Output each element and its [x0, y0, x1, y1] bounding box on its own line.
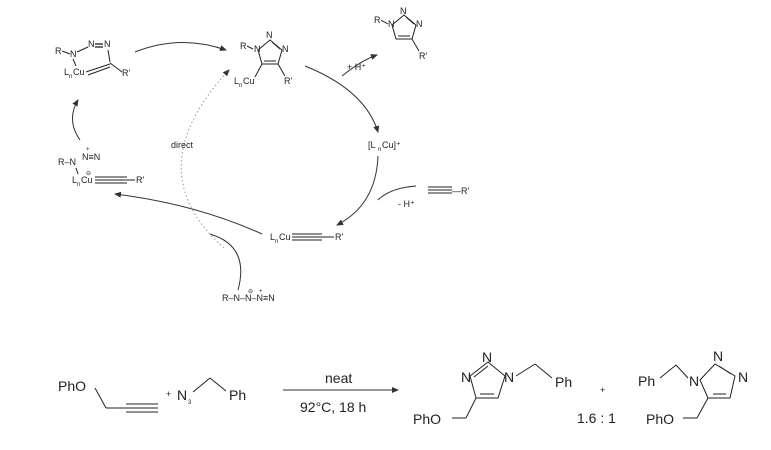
svg-text:Ph: Ph [638, 373, 655, 389]
svg-text:R': R' [335, 232, 343, 242]
svg-text:N: N [177, 387, 187, 403]
svg-text:N: N [482, 349, 492, 365]
svg-text:n: n [239, 83, 242, 89]
svg-text:R: R [374, 15, 381, 25]
proton-loss: - H⁺ [398, 199, 415, 209]
svg-text:+: + [259, 289, 263, 295]
svg-text:Ph: Ph [229, 387, 246, 403]
svg-text:R': R' [122, 68, 130, 78]
svg-text:Cu]⁺: Cu]⁺ [382, 140, 401, 150]
azide-copper-complex: + N≡N R–N L n Cu ⊖ R' [58, 147, 144, 188]
svg-text:N: N [400, 6, 407, 16]
svg-text:L: L [234, 76, 239, 86]
svg-text:⊖: ⊖ [86, 171, 91, 177]
svg-text:N: N [70, 49, 77, 59]
svg-text:Cu: Cu [81, 175, 93, 185]
svg-text:[L: [L [368, 140, 376, 150]
product-1-4-triazole: N N N Ph PhO [413, 349, 572, 427]
svg-text:L: L [64, 67, 69, 77]
svg-text:N: N [461, 369, 471, 385]
benzyl-azide: N 3 Ph [177, 377, 246, 406]
svg-text:N: N [504, 369, 514, 385]
svg-text:N: N [689, 373, 699, 389]
svg-text:Cu: Cu [73, 67, 85, 77]
svg-text:Ph: Ph [555, 374, 572, 390]
svg-text:N≡N: N≡N [82, 152, 100, 162]
incoming-alkyne: —R' [428, 186, 469, 196]
proton-release: + H⁺ [347, 62, 366, 72]
svg-text:n: n [275, 239, 278, 245]
incoming-azide: R–N–N–N≡N ⊖ + [222, 289, 275, 303]
svg-text:PhO: PhO [413, 411, 441, 427]
svg-text:Cu: Cu [279, 232, 291, 242]
svg-text:N: N [88, 39, 95, 49]
svg-text:N: N [104, 39, 111, 49]
propargyl-ether: PhO [58, 378, 158, 413]
copper-cation: [L n Cu]⁺ [368, 140, 401, 153]
svg-text:n: n [77, 182, 80, 188]
plus-2: + [600, 385, 605, 395]
svg-text:R: R [240, 41, 247, 51]
svg-text:R': R' [136, 175, 144, 185]
svg-text:n: n [69, 74, 72, 80]
svg-text:N: N [266, 30, 273, 40]
svg-text:R': R' [419, 51, 427, 61]
svg-text:R–N–N–N≡N: R–N–N–N≡N [222, 293, 275, 303]
svg-text:PhO: PhO [58, 378, 86, 394]
svg-text:N: N [282, 44, 289, 54]
reaction-arrow: neat 92°C, 18 h [283, 370, 399, 415]
svg-text:N: N [388, 19, 395, 29]
product-triazole: R N N N R' [374, 6, 427, 61]
svg-text:N: N [254, 44, 261, 54]
condition-bottom: 92°C, 18 h [300, 399, 366, 415]
svg-text:L: L [270, 232, 275, 242]
svg-text:+: + [86, 147, 90, 153]
svg-text:R: R [55, 46, 62, 56]
isomer-ratio: 1.6 : 1 [577, 410, 616, 426]
direct-label: direct [171, 140, 194, 150]
copper-acetylide: L n Cu R' [270, 232, 343, 245]
svg-text:R–N: R–N [58, 157, 76, 167]
svg-text:⊖: ⊖ [248, 289, 253, 295]
plus-1: + [166, 389, 171, 399]
svg-text:—R': —R' [452, 186, 469, 196]
svg-text:PhO: PhO [646, 411, 674, 427]
metallacycle-intermediate: R N N N L n Cu R' [55, 39, 130, 80]
svg-text:R': R' [284, 76, 292, 86]
svg-text:N: N [416, 19, 423, 29]
copper-triazolide: R N N N L n Cu R' [234, 30, 292, 89]
product-1-5-triazole: Ph N N N PhO [638, 348, 748, 427]
svg-text:Cu: Cu [243, 76, 255, 86]
condition-top: neat [325, 370, 352, 386]
svg-text:n: n [378, 147, 381, 153]
svg-text:N: N [738, 369, 748, 385]
svg-text:N: N [713, 348, 723, 364]
svg-text:L: L [72, 175, 77, 185]
svg-text:3: 3 [188, 400, 192, 406]
cycle-arrows [72, 42, 417, 291]
